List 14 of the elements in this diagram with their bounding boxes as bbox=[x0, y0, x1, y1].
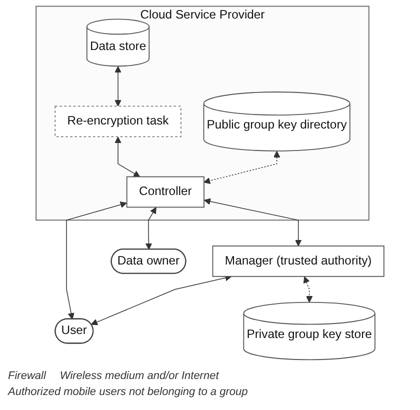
node-box: Re-encryption task bbox=[54, 106, 182, 138]
arrow bbox=[303, 276, 313, 303]
arrow bbox=[204, 198, 302, 246]
arrow bbox=[114, 136, 140, 178]
arrow bbox=[114, 66, 122, 107]
arrow bbox=[90, 274, 232, 326]
zone-label: Wireless medium and/or Internet bbox=[60, 370, 219, 382]
arrow bbox=[145, 207, 156, 250]
arrow bbox=[66, 201, 127, 320]
arrow bbox=[204, 150, 280, 184]
node-box: Controller bbox=[126, 176, 204, 208]
zone-label: Firewall bbox=[8, 370, 46, 382]
zone-label: Authorized mobile users not belonging to a group bbox=[8, 386, 248, 398]
node-box: Manager (trusted authority) bbox=[212, 246, 384, 277]
